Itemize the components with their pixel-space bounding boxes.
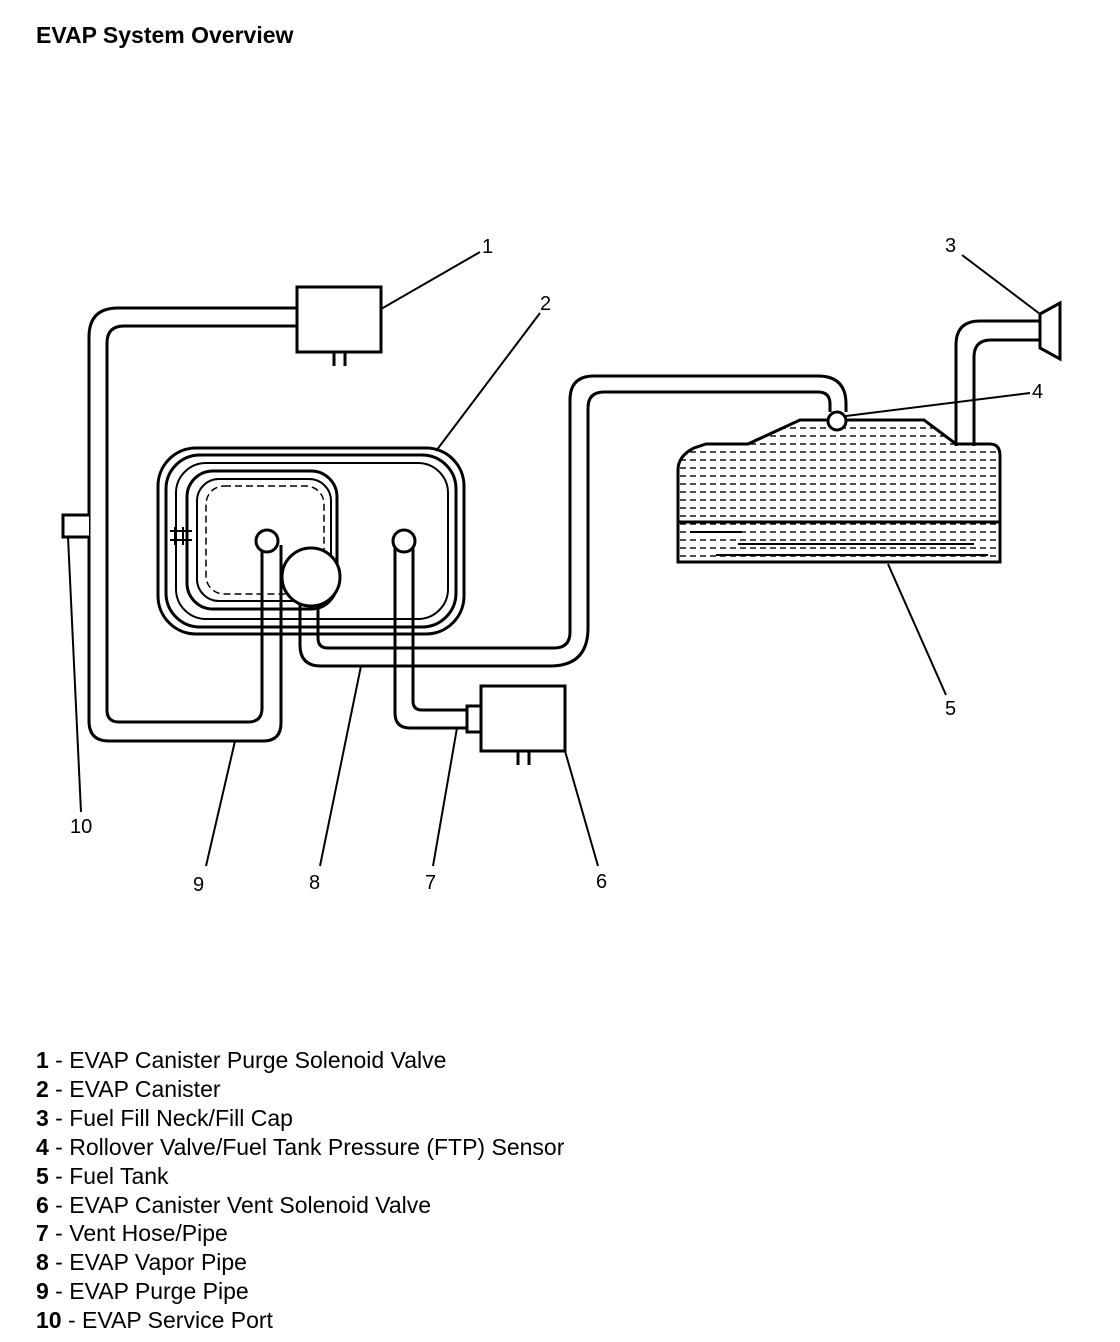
callout-3: 3 (945, 235, 956, 257)
callout-9: 9 (193, 874, 204, 896)
callouts: 1 2 3 4 5 6 7 8 9 10 (70, 235, 1043, 896)
leader-lines (67, 251, 1041, 867)
legend-item-3: 3 - Fuel Fill Neck/Fill Cap (36, 1104, 293, 1131)
callout-10: 10 (70, 816, 92, 838)
page-title: EVAP System Overview (36, 22, 294, 48)
fuel-tank (676, 418, 1002, 564)
legend-item-8: 8 - EVAP Vapor Pipe (36, 1249, 247, 1276)
legend-item-10: 10 - EVAP Service Port (36, 1307, 273, 1334)
rollover-valve (826, 410, 848, 432)
legend-item-9: 9 - EVAP Purge Pipe (36, 1278, 249, 1305)
service-port (61, 513, 89, 539)
callout-4: 4 (1032, 381, 1043, 403)
callout-7: 7 (425, 872, 436, 894)
evap-canister (156, 446, 466, 636)
vent-hose (393, 545, 467, 730)
legend-item-7: 7 - Vent Hose/Pipe (36, 1220, 228, 1247)
legend: 1 - EVAP Canister Purge Solenoid Valve 2… (36, 1046, 564, 1335)
evap-diagram: 1 2 3 4 5 6 7 8 9 10 (61, 235, 1062, 896)
legend-item-2: 2 - EVAP Canister (36, 1075, 221, 1102)
purge-solenoid-valve (295, 285, 383, 366)
purge-pipe (87, 306, 297, 743)
callout-6: 6 (596, 871, 607, 893)
legend-item-5: 5 - Fuel Tank (36, 1162, 169, 1189)
callout-5: 5 (945, 698, 956, 720)
canister-ports (254, 528, 417, 608)
vent-solenoid-valve (465, 684, 567, 765)
legend-item-1: 1 - EVAP Canister Purge Solenoid Valve (36, 1047, 447, 1073)
legend-item-4: 4 - Rollover Valve/Fuel Tank Pressure (F… (36, 1133, 565, 1160)
vapor-pipe (298, 374, 848, 668)
legend-item-6: 6 - EVAP Canister Vent Solenoid Valve (36, 1191, 432, 1218)
callout-2: 2 (540, 293, 551, 315)
callout-1: 1 (482, 236, 493, 258)
fill-cap (1038, 300, 1062, 362)
fuel-fill-neck (954, 319, 1040, 446)
callout-8: 8 (309, 872, 320, 894)
